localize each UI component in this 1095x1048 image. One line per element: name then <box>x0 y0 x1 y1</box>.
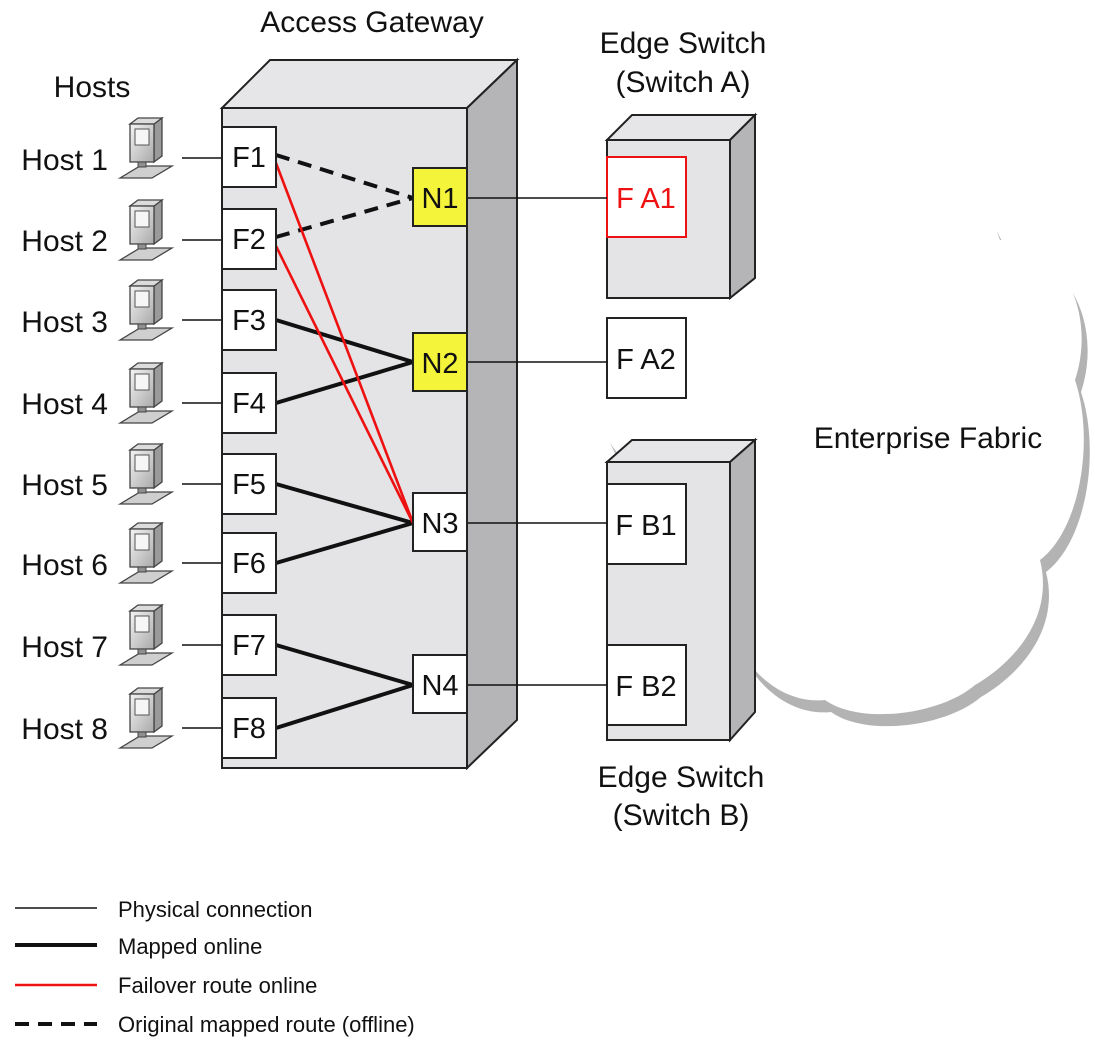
legend-original-label: Original mapped route (offline) <box>118 1012 415 1037</box>
n-port-n3 <box>412 492 468 552</box>
n-port-label: N3 <box>421 508 458 540</box>
enterprise-fabric-label: Enterprise Fabric <box>814 422 1042 455</box>
f-port <box>221 453 277 515</box>
host-label: Host 1 <box>21 144 108 177</box>
computer-icon <box>119 522 173 584</box>
switch-a-port-label: F A2 <box>616 344 676 376</box>
f-port <box>221 697 277 759</box>
n-port-label: N1 <box>421 183 458 215</box>
switch-a-title-line1: Edge Switch <box>600 27 767 60</box>
f-port <box>221 532 277 594</box>
host-label: Host 8 <box>21 713 108 746</box>
f-port-label: F2 <box>232 224 266 256</box>
f-port <box>221 372 277 434</box>
f-port-label: F3 <box>232 305 266 337</box>
access-gateway-title: Access Gateway <box>260 6 483 39</box>
n-port-label: N2 <box>421 348 458 380</box>
hosts-title: Hosts <box>54 71 131 104</box>
computer-icon <box>119 604 173 666</box>
host-label: Host 5 <box>21 469 108 502</box>
legend-mapped-label: Mapped online <box>118 934 262 959</box>
port-fa2 <box>606 317 687 399</box>
switch-b-title-line2: (Switch B) <box>613 799 750 832</box>
port-fa1 <box>606 156 687 238</box>
host-label: Host 4 <box>21 388 108 421</box>
host-label: Host 3 <box>21 306 108 339</box>
edge-switch-a <box>604 112 758 399</box>
legend-failover-label: Failover route online <box>118 973 317 998</box>
host-computers <box>119 117 173 749</box>
f-port-label: F8 <box>232 713 266 745</box>
f-port <box>221 208 277 270</box>
host-links <box>182 157 222 729</box>
failover-routes-online <box>274 162 415 524</box>
host-label: Host 2 <box>21 225 108 258</box>
f-port-label: F1 <box>232 142 266 174</box>
switch-b-title-line1: Edge Switch <box>598 761 765 794</box>
n-ports <box>412 167 468 714</box>
f-port-label: F5 <box>232 469 266 501</box>
f-port-label: F6 <box>232 548 266 580</box>
switch-a-port-label: F A1 <box>616 183 676 215</box>
switch-b-port-label: F B2 <box>615 671 676 703</box>
host-label: Host 7 <box>21 631 108 664</box>
f-port <box>221 614 277 676</box>
f-port-label: F7 <box>232 630 266 662</box>
original-routes-offline <box>275 153 414 239</box>
port-fb1 <box>606 483 687 565</box>
computer-icon <box>119 443 173 505</box>
f-port-label: F4 <box>232 388 266 420</box>
computer-icon <box>119 687 173 749</box>
host-labels: Host 1 Host 2 Host 3 Host 4 Host 5 Host … <box>21 144 108 746</box>
computer-icon <box>119 279 173 341</box>
n-port-labels: N1 N2 N3 N4 <box>421 183 458 702</box>
switch-b-port-label: F B1 <box>615 510 676 542</box>
computer-icon <box>119 117 173 179</box>
legend: Physical connection Mapped online Failov… <box>15 897 415 1037</box>
legend-physical-label: Physical connection <box>118 897 312 922</box>
f-port <box>221 289 277 351</box>
switch-a-title-line2: (Switch A) <box>615 66 750 99</box>
n-port-n2 <box>412 332 468 392</box>
n-port-n1 <box>412 167 468 227</box>
n-port-n4 <box>412 654 468 714</box>
computer-icon <box>119 362 173 424</box>
f-port-labels: F1 F2 F3 F4 F5 F6 F7 F8 <box>232 142 266 745</box>
host-label: Host 6 <box>21 549 108 582</box>
f-port <box>221 126 277 188</box>
n-port-label: N4 <box>421 670 458 702</box>
uplink-physical <box>467 197 607 686</box>
f-ports <box>221 126 277 759</box>
computer-icon <box>119 199 173 261</box>
